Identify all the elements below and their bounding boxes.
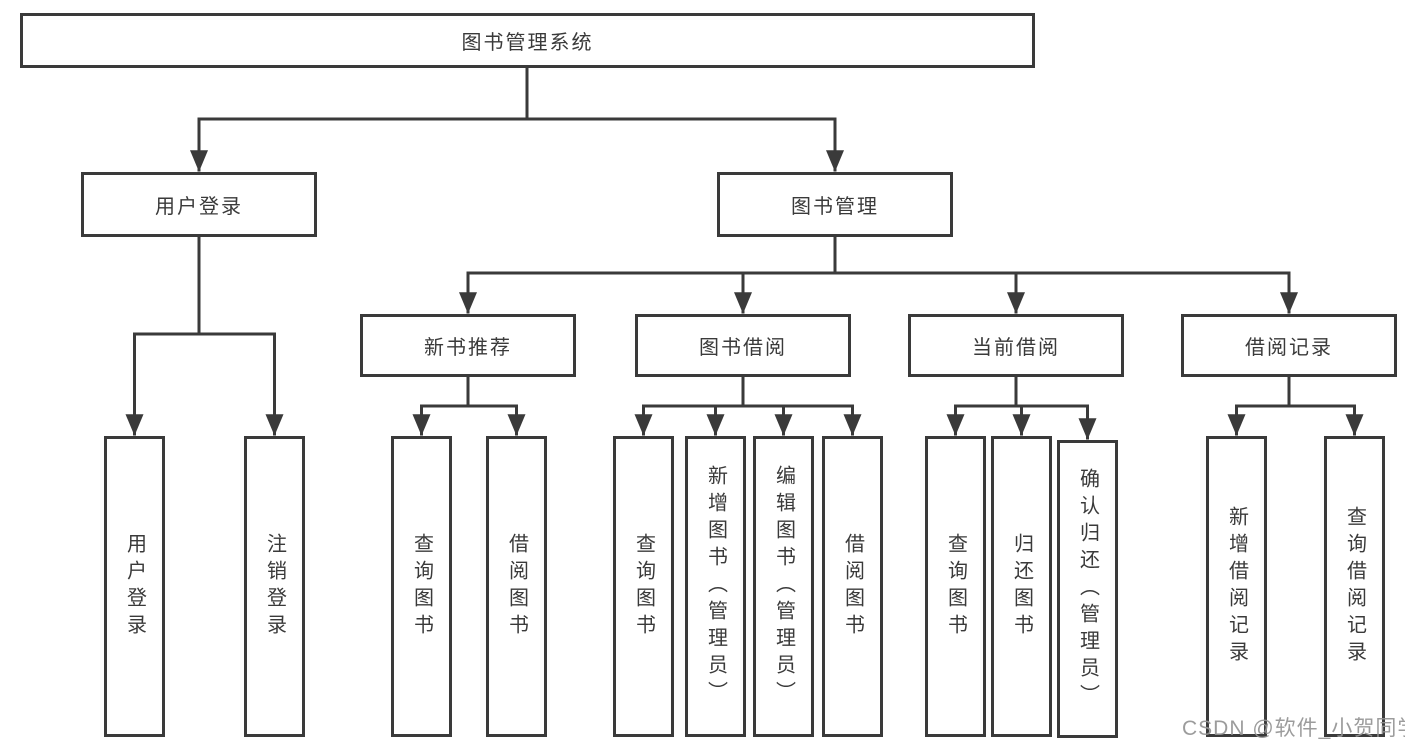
node-book-borrow-label: 图书借阅 bbox=[699, 337, 787, 359]
node-br-query-record-label: 查询借阅记录 bbox=[1343, 505, 1366, 668]
node-nb-query-books-label: 查询图书 bbox=[410, 532, 433, 641]
node-cb-return-books-label: 归还图书 bbox=[1010, 532, 1033, 641]
node-user-login-leaf-label: 用户登录 bbox=[123, 532, 146, 641]
node-nb-query-books: 查询图书 bbox=[391, 436, 452, 737]
node-book-borrow: 图书借阅 bbox=[635, 314, 851, 377]
node-cb-query-books-label: 查询图书 bbox=[944, 532, 967, 641]
node-current-borrow: 当前借阅 bbox=[908, 314, 1124, 377]
node-logout-label: 注销登录 bbox=[263, 532, 286, 641]
node-current-borrow-label: 当前借阅 bbox=[972, 337, 1060, 359]
node-book-management: 图书管理 bbox=[717, 172, 953, 237]
node-new-book-recommend: 新书推荐 bbox=[360, 314, 576, 377]
node-br-add-record: 新增借阅记录 bbox=[1206, 436, 1267, 737]
node-bb-query-books: 查询图书 bbox=[613, 436, 674, 737]
node-library-system: 图书管理系统 bbox=[20, 13, 1035, 68]
node-logout: 注销登录 bbox=[244, 436, 305, 737]
node-user-login-leaf: 用户登录 bbox=[104, 436, 165, 737]
node-br-query-record: 查询借阅记录 bbox=[1324, 436, 1385, 737]
node-bb-add-books-admin-label: 新增图书（管理员） bbox=[704, 465, 727, 708]
node-bb-add-books-admin: 新增图书（管理员） bbox=[685, 436, 746, 737]
node-bb-query-books-label: 查询图书 bbox=[632, 532, 655, 641]
node-cb-confirm-return-admin-label: 确认归还（管理员） bbox=[1076, 467, 1099, 711]
node-bb-borrow-books: 借阅图书 bbox=[822, 436, 883, 737]
node-borrow-records-label: 借阅记录 bbox=[1245, 337, 1333, 359]
node-library-system-label: 图书管理系统 bbox=[461, 32, 594, 54]
node-cb-return-books: 归还图书 bbox=[991, 436, 1052, 737]
node-bb-edit-books-admin: 编辑图书（管理员） bbox=[753, 436, 814, 737]
node-nb-borrow-books: 借阅图书 bbox=[486, 436, 547, 737]
node-bb-borrow-books-label: 借阅图书 bbox=[841, 532, 864, 641]
csdn-watermark: CSDN @软件_小贺同学 bbox=[1182, 717, 1405, 740]
node-borrow-records: 借阅记录 bbox=[1181, 314, 1397, 377]
node-cb-query-books: 查询图书 bbox=[925, 436, 986, 737]
node-nb-borrow-books-label: 借阅图书 bbox=[505, 532, 528, 641]
node-user-login-label: 用户登录 bbox=[155, 196, 243, 218]
node-bb-edit-books-admin-label: 编辑图书（管理员） bbox=[772, 465, 795, 708]
node-book-management-label: 图书管理 bbox=[791, 196, 879, 218]
node-br-add-record-label: 新增借阅记录 bbox=[1225, 505, 1248, 668]
node-new-book-recommend-label: 新书推荐 bbox=[424, 337, 512, 359]
node-cb-confirm-return-admin: 确认归还（管理员） bbox=[1057, 440, 1118, 738]
node-user-login: 用户登录 bbox=[81, 172, 317, 237]
